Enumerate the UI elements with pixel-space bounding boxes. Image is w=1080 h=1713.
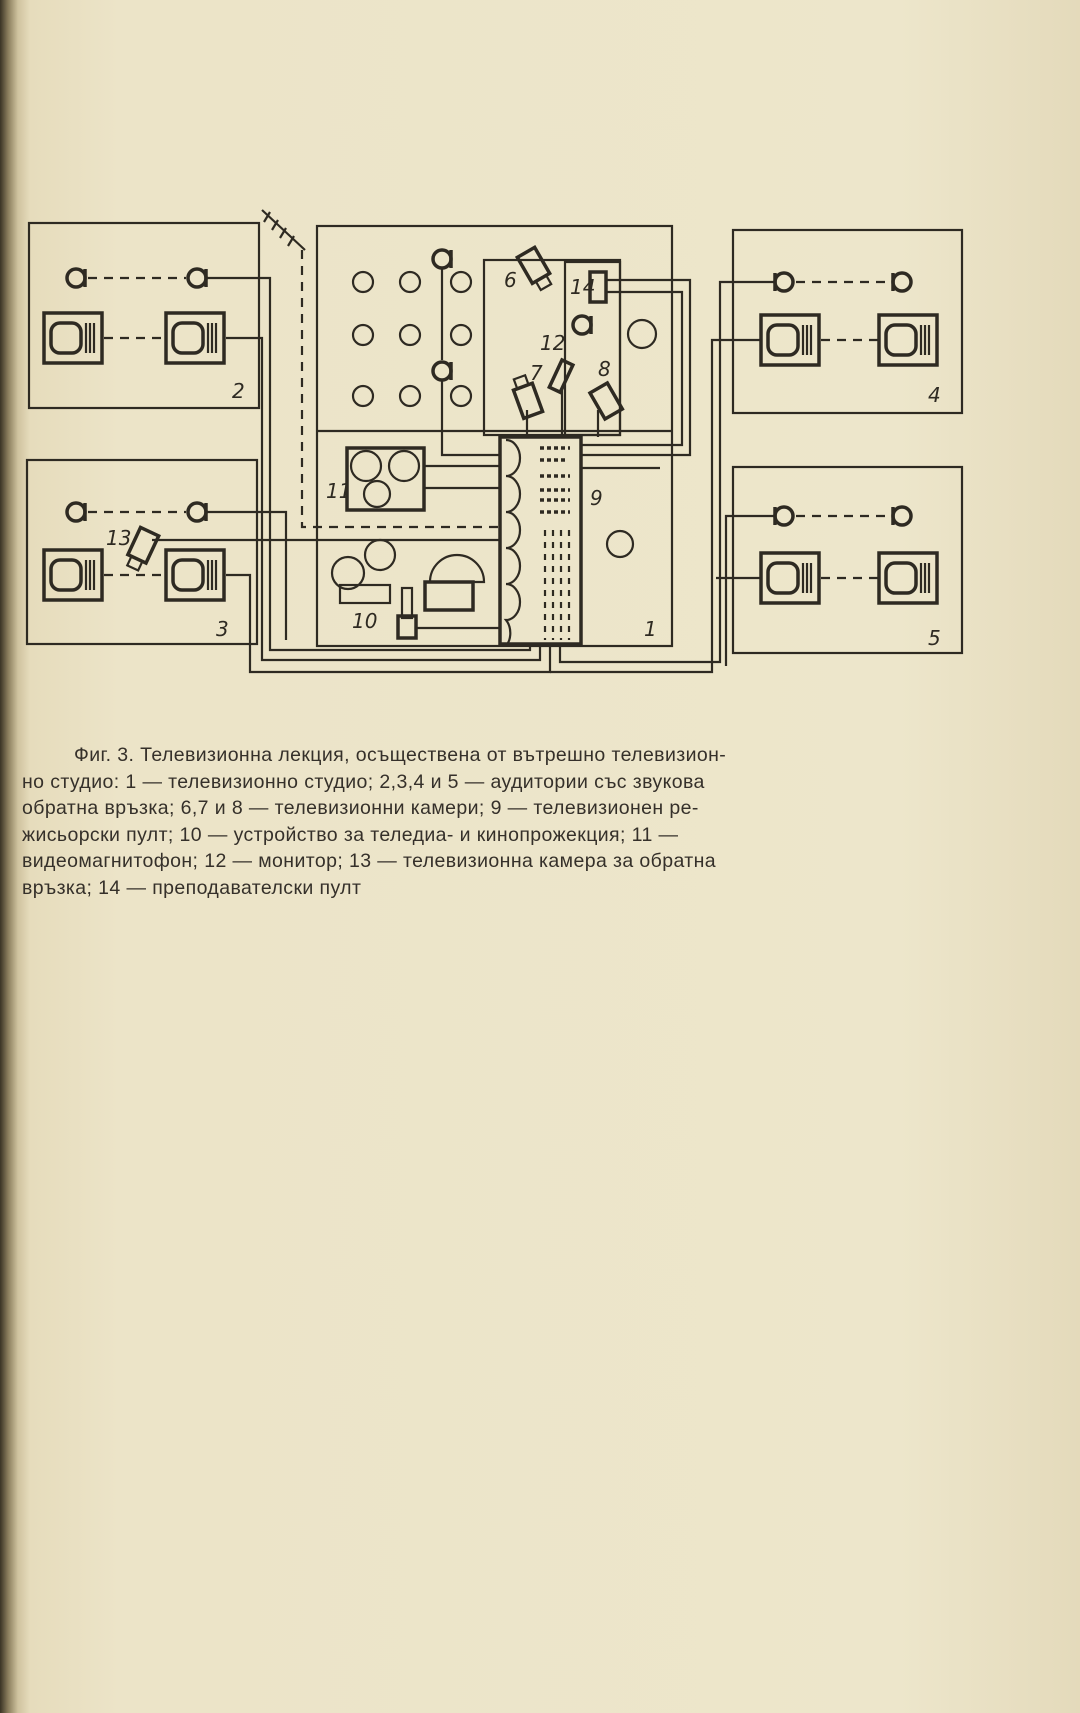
tv-lecture-diagram: 2 13 3 4 5 [25,209,964,674]
monitor-icon [759,313,821,367]
label-room-2: 2 [232,379,245,403]
microphone-icon [65,267,87,289]
monitor-12-icon [546,357,576,395]
monitor-icon [877,551,939,605]
caption-line: но студио: 1 — телевизионно студио; 2,3,… [22,770,705,793]
caption-line: видеомагнитофон; 12 — монитор; 13 — теле… [22,850,717,873]
microphone-icon [773,271,795,293]
label-camera-6: 6 [504,268,517,292]
tv-studio-1: 6 14 12 7 8 11 10 1 [315,224,674,648]
monitor-icon [759,551,821,605]
microphone-icon [891,505,913,527]
auditorium-4: 4 [731,228,964,415]
microphone-icon [891,271,913,293]
microphone-icon [571,314,593,336]
vcr-11-icon [345,446,426,512]
label-room-4: 4 [928,383,941,407]
label-room-5: 5 [928,626,941,650]
label-monitor-12: 12 [540,331,565,355]
auditorium-5: 5 [731,465,964,655]
connection-lines [152,276,776,674]
camera-6-icon [515,245,557,294]
microphone-icon [65,501,87,523]
monitor-icon [164,311,226,365]
lecturer-desk-14-icon [588,270,608,304]
monitor-icon [42,311,104,365]
antenna-icon [261,209,500,529]
caption-line: Фиг. 3. Телевизионна лекция, осъществена… [74,744,727,766]
microphone-icon [431,360,453,382]
label-camera-13: 13 [106,526,131,550]
microphone-icon [431,248,453,270]
auditorium-2: 2 [27,221,261,410]
label-vcr-11: 11 [326,479,351,503]
monitor-icon [42,548,104,602]
caption-line: обратна връзка; 6,7 и 8 — телевизионни к… [22,797,699,820]
label-camera-8: 8 [598,357,611,381]
microphone-icon [186,267,208,289]
microphone-icon [186,501,208,523]
audience-seats [351,270,473,408]
label-studio-1: 1 [644,617,657,641]
figure-caption: Фиг. 3. Телевизионна лекция, осъществена… [22,742,967,902]
label-camera-7: 7 [530,361,543,385]
monitor-icon [877,313,939,367]
caption-line: жисьорски пулт; 10 — устройство за телед… [22,823,679,846]
microphone-icon [773,505,795,527]
camera-8-icon [587,380,625,422]
label-room-3: 3 [216,617,229,641]
label-desk-14: 14 [570,275,595,299]
label-projector-10: 10 [352,609,377,633]
label-console-9: 9 [590,486,603,510]
auditorium-3: 13 3 [25,458,259,646]
caption-line: връзка; 14 — преподавателски пулт [22,876,362,899]
monitor-icon [164,548,226,602]
